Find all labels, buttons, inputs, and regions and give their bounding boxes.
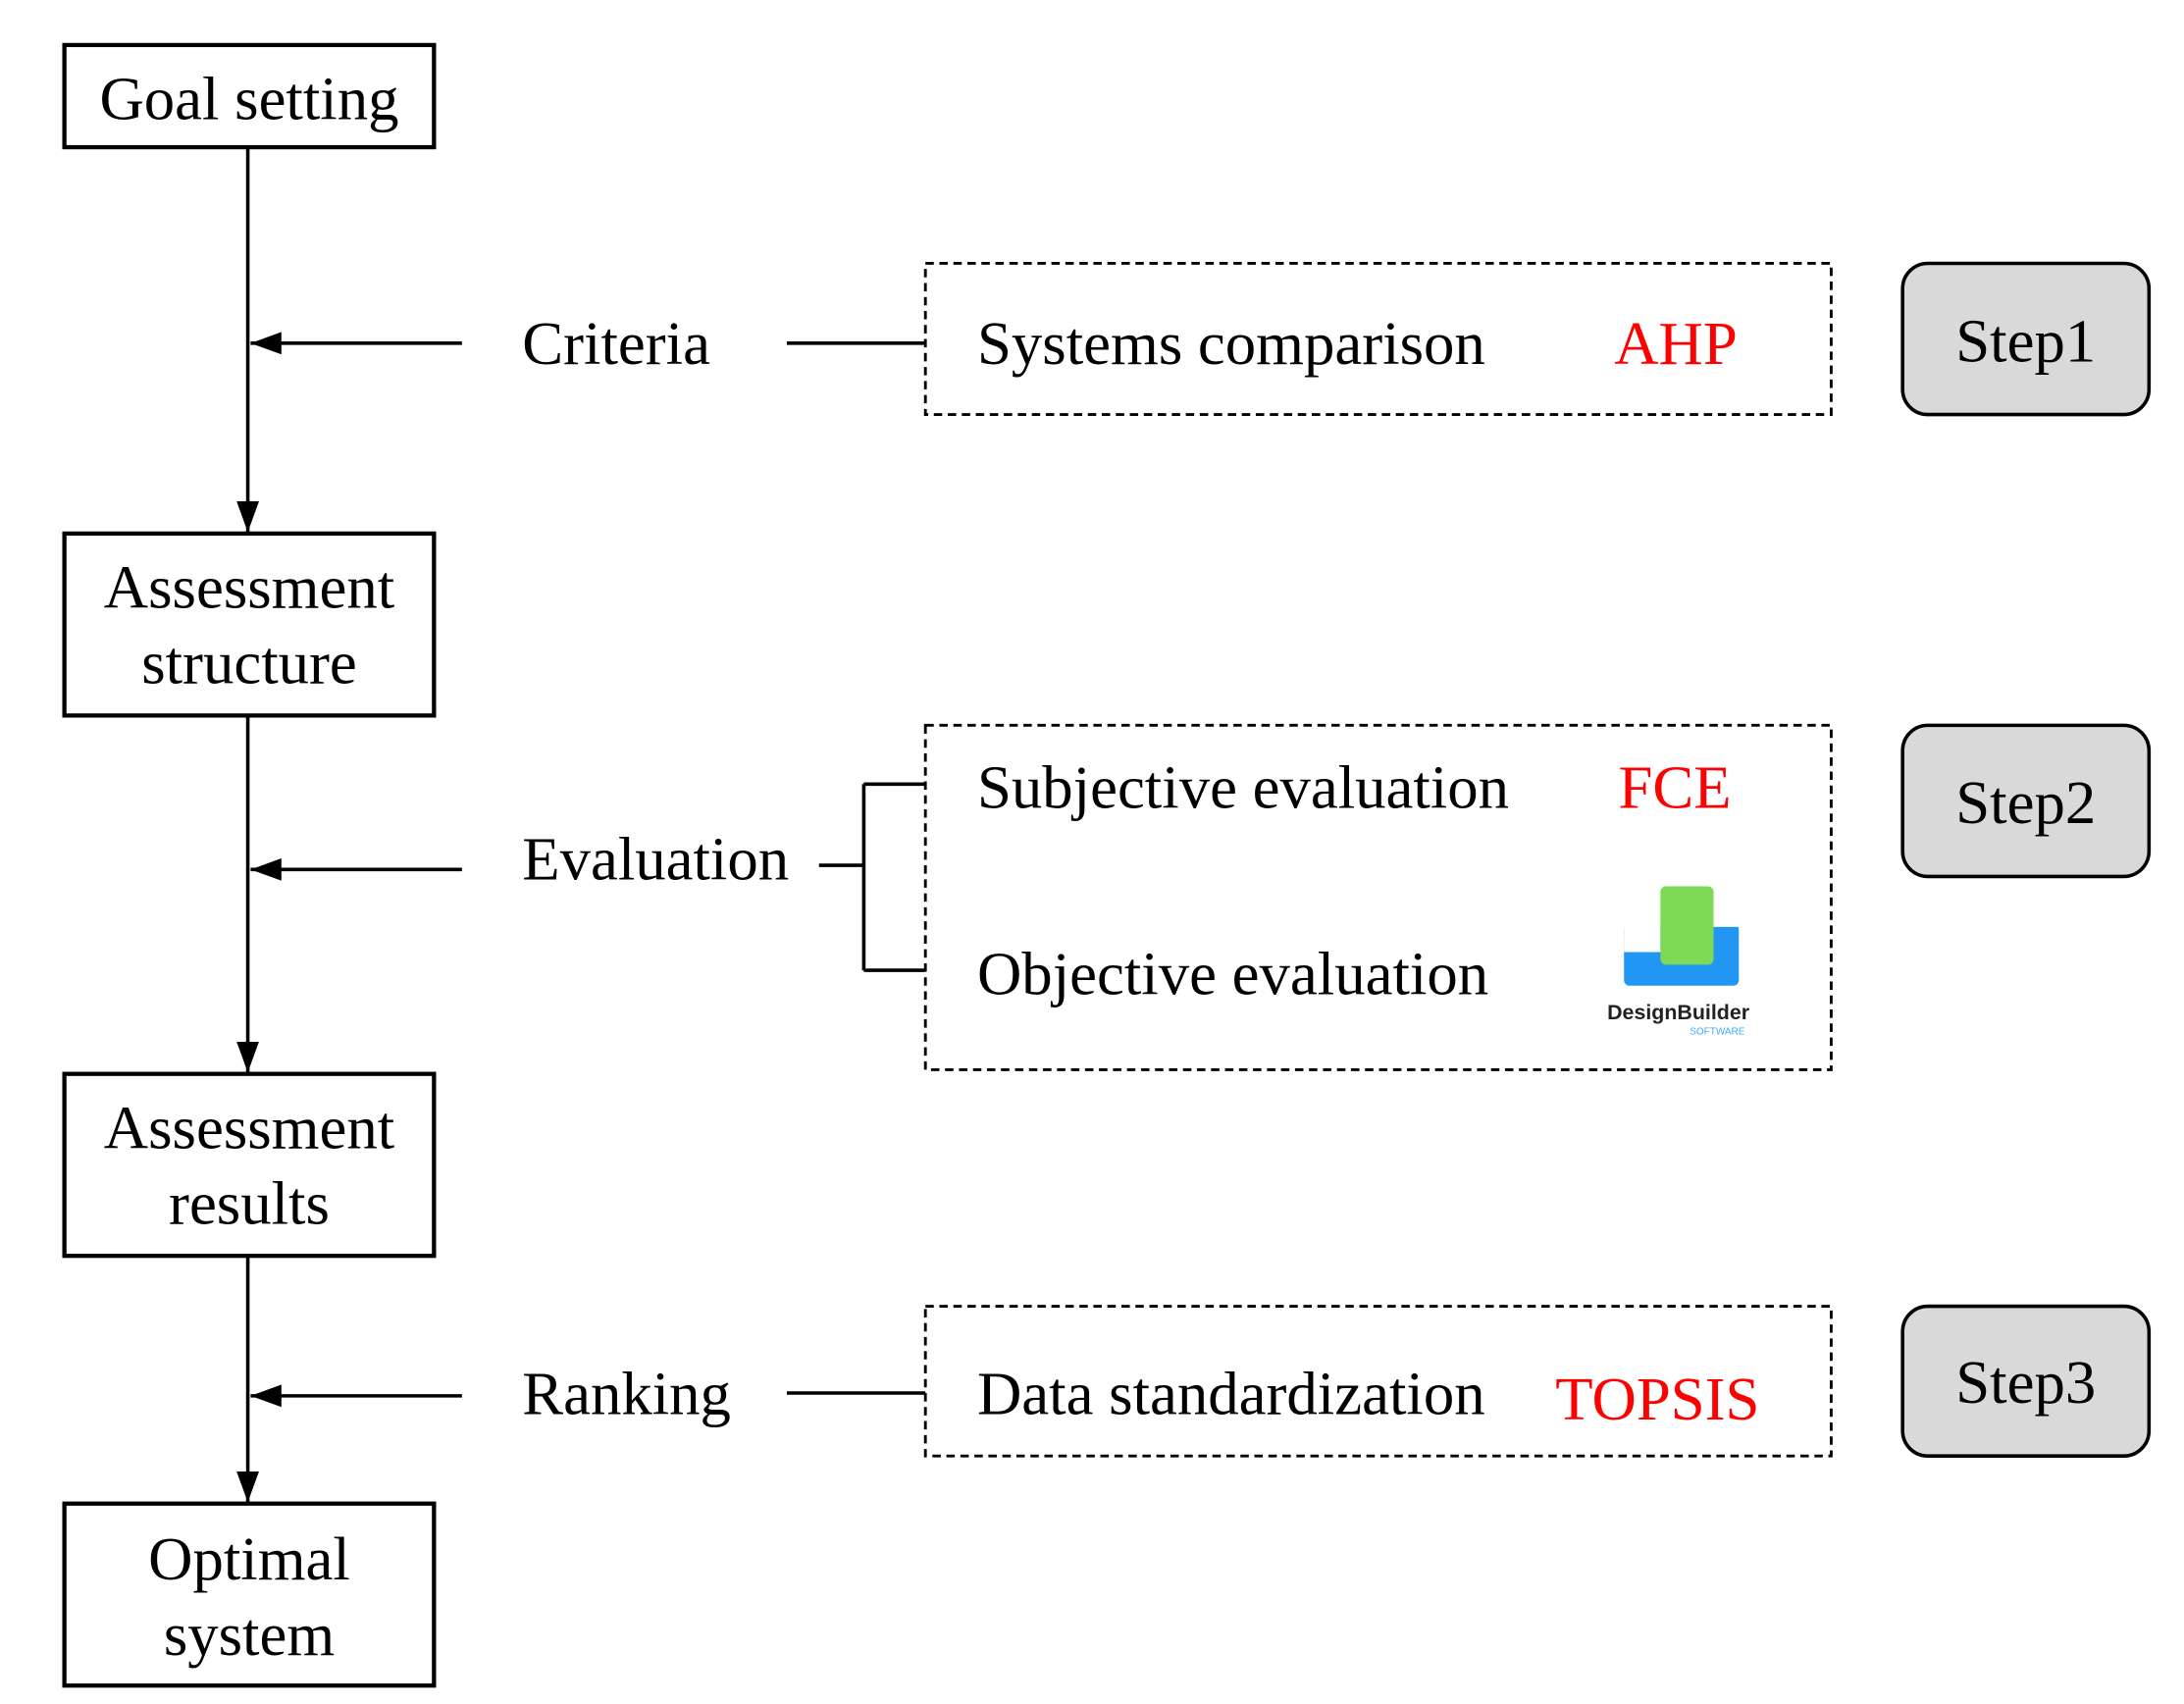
assessment-structure-box: Assessment structure [62,531,437,718]
evaluation-method-box [923,723,1833,1071]
ahp-method-label: AHP [1614,309,1738,378]
ranking-label: Ranking [522,1359,731,1427]
assessment-results-label-2: results [169,1168,330,1237]
step2-box: Step2 [1900,723,2152,879]
assessment-results-box: Assessment results [62,1071,437,1259]
criteria-label: Criteria [522,309,710,378]
objective-evaluation-label: Objective evaluation [977,939,1488,1007]
ranking-method-box [923,1305,1833,1458]
systems-comparison-label: Systems comparison [977,309,1485,378]
optimal-system-label-2: system [164,1600,335,1669]
assessment-results-label-1: Assessment [104,1093,395,1162]
step3-box: Step3 [1900,1304,2152,1459]
evaluation-bracket [818,782,926,972]
evaluation-label: Evaluation [522,824,789,893]
designbuilder-logo: DesignBuilder SOFTWARE [1607,886,1749,1038]
goal-setting-box: Goal setting [62,42,437,150]
optimal-system-box: Optimal system [62,1501,437,1688]
criteria-method-box [923,262,1833,417]
step1-label: Step1 [1955,306,2096,375]
step3-label: Step3 [1955,1348,2096,1417]
goal-setting-label: Goal setting [99,65,398,133]
step2-label: Step2 [1955,768,2096,837]
assessment-structure-label-2: structure [141,629,357,697]
optimal-system-label-1: Optimal [148,1524,350,1593]
fce-method-label: FCE [1619,753,1732,822]
data-standardization-label: Data standardization [977,1359,1485,1427]
designbuilder-logo-subtext: SOFTWARE [1690,1027,1744,1038]
assessment-structure-label-1: Assessment [104,553,395,622]
step1-box: Step1 [1900,261,2152,417]
subjective-evaluation-label: Subjective evaluation [977,753,1509,822]
designbuilder-logo-text: DesignBuilder [1607,1001,1749,1024]
topsis-method-label: TOPSIS [1555,1365,1759,1433]
